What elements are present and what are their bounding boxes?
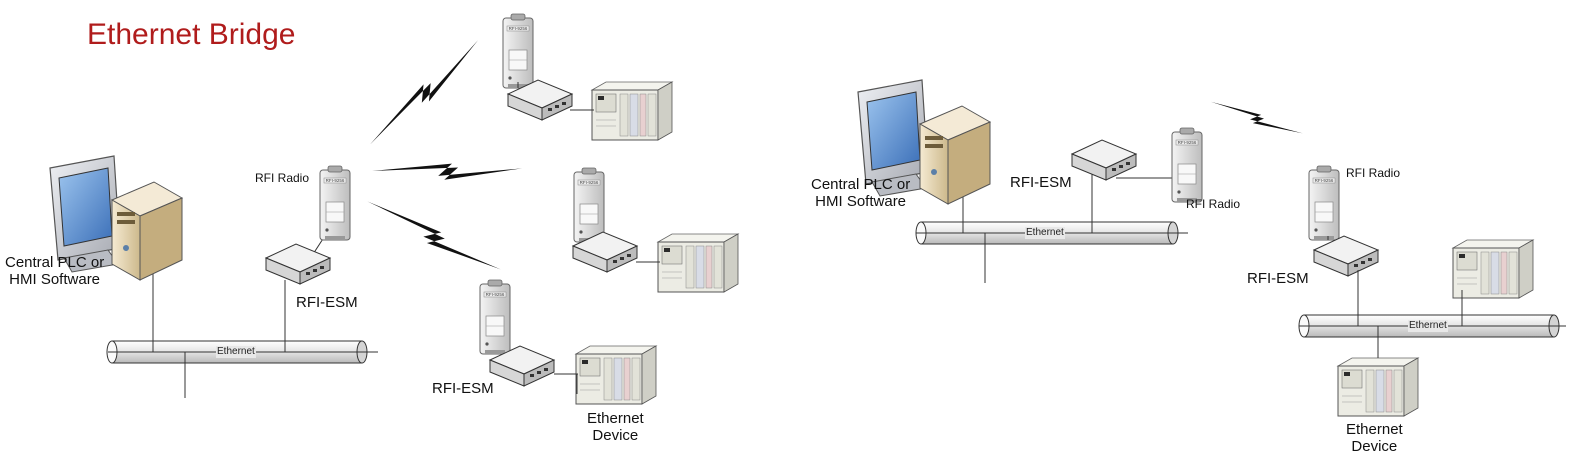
rfi-esm-label: RFI-ESM [432,380,494,397]
radio-model-text: RFI-9256 [509,26,528,31]
plc-icon [591,81,673,141]
central-plc-label: Central PLC or HMI Software [811,176,911,211]
rfi-esm-label: RFI-ESM [296,294,358,311]
central-plc-label: Central PLC or HMI Software [5,254,105,289]
ethernet-label: Ethernet [216,346,256,358]
plc-icon [1452,239,1534,299]
lightning-bolt-icon [362,196,504,279]
radio-model-text: RFI-9256 [486,292,505,297]
radio-model-text: RFI-9256 [1315,178,1334,183]
lightning-bolt-icon [366,35,486,152]
ethernet-label: Ethernet [1408,320,1448,332]
switch-icon [1313,235,1379,277]
plc-icon [575,345,657,405]
plc-icon [1337,357,1419,417]
radio-model-text: RFI-9256 [580,180,599,185]
rfi-radio-label: RFI Radio [1346,166,1401,180]
plc-icon [657,233,739,293]
ethernet-device-label: Ethernet Device [587,410,644,445]
page-title: Ethernet Bridge [87,18,296,51]
lightning-bolt-icon [372,162,523,181]
switch-icon [1071,139,1137,181]
ethernet-device-label: Ethernet Device [1346,421,1403,456]
rfi-esm-label: RFI-ESM [1010,174,1072,191]
lightning-bolt-icon [1208,98,1305,140]
radio-model-text: RFI-9256 [326,178,345,183]
rfi-esm-label: RFI-ESM [1247,270,1309,287]
rfi-radio-label: RFI Radio [255,171,310,185]
ethernet-label: Ethernet [1025,227,1065,239]
rfi-radio-label: RFI Radio [1186,197,1241,211]
radio-model-text: RFI-9256 [1178,140,1197,145]
switch-icon [265,243,331,285]
